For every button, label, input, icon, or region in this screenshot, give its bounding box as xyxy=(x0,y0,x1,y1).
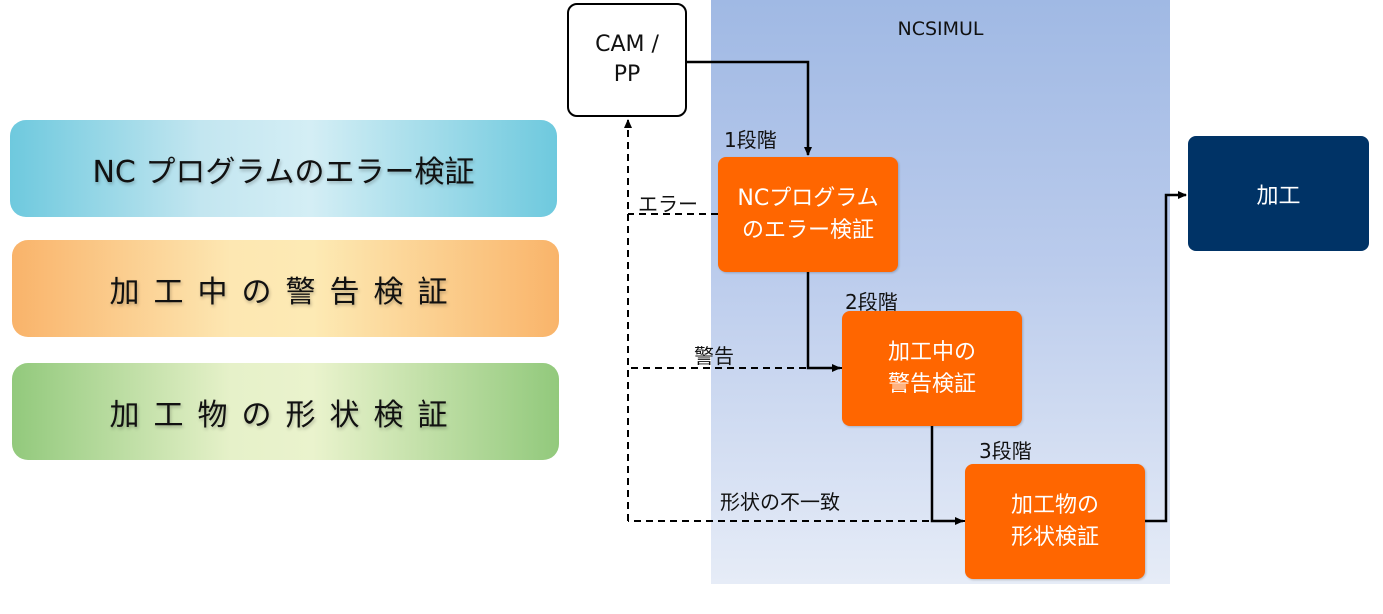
cam-pp-box: CAM / PP xyxy=(567,3,687,117)
stage3-box: 加工物の 形状検証 xyxy=(965,464,1145,579)
feedback-warning-label: 警告 xyxy=(694,344,734,368)
stage1-label: 1段階 xyxy=(724,128,777,152)
legend-error-check: NC プログラムのエラー検証 xyxy=(10,120,557,217)
stage3-label: 3段階 xyxy=(979,439,1032,463)
machining-box: 加工 xyxy=(1188,136,1369,251)
stage2-box: 加工中の 警告検証 xyxy=(842,311,1022,426)
feedback-error-label: エラー xyxy=(638,192,698,216)
ncsimul-title: NCSIMUL xyxy=(897,18,984,40)
legend-warning-check: 加工中の警告検証 xyxy=(12,240,559,337)
stage1-to-stage2-arrow xyxy=(806,272,841,372)
stage2-label: 2段階 xyxy=(845,290,898,314)
feedback-mismatch-label: 形状の不一致 xyxy=(720,490,840,514)
stage2-to-stage3-arrow xyxy=(930,426,964,525)
cam-to-stage1-arrow xyxy=(687,60,812,156)
stage3-to-machining-arrow xyxy=(1145,191,1187,523)
legend-shape-check: 加工物の形状検証 xyxy=(12,363,559,460)
stage1-box: NCプログラム のエラー検証 xyxy=(718,157,898,272)
